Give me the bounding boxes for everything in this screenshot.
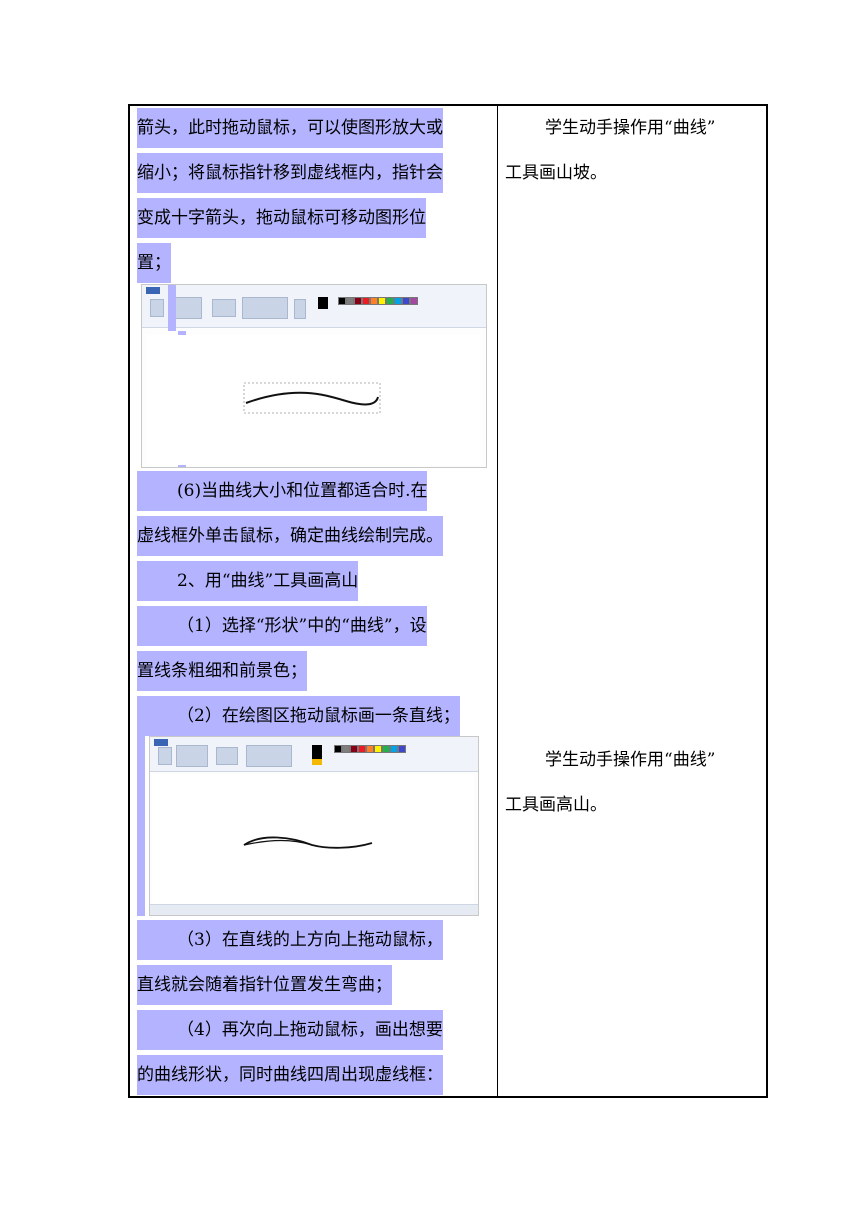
color-swatch [382, 745, 390, 753]
color-swatch [394, 297, 402, 305]
lesson-table [128, 104, 768, 1098]
file-tab [146, 287, 160, 294]
text-line-content: （3）在直线的上方向上拖动鼠标， [137, 920, 443, 960]
color-swatch [354, 297, 362, 305]
text-line-content: 置； [137, 243, 171, 283]
text-line: 变成十字箭头，拖动鼠标可移动图形位 [137, 198, 426, 238]
color-swatch [362, 297, 370, 305]
text-line: 置； [137, 243, 171, 283]
paint-ribbon [142, 285, 486, 328]
text-line-content: 直线就会随着指针位置发生弯曲； [137, 965, 392, 1005]
text-line: （1）选择“形状”中的“曲线”，设 [137, 606, 427, 646]
text-line-content: 2、用“曲线”工具画高山 [137, 561, 359, 601]
text-line-content: 虚线框外单击鼠标，确定曲线绘制完成。 [137, 516, 443, 556]
paste-icon [158, 747, 172, 765]
text-line-content: （1）选择“形状”中的“曲线”，设 [137, 606, 427, 646]
activity-text: 学生动手操作用“曲线” [545, 750, 716, 770]
curve-line [243, 839, 313, 846]
text-line: （4）再次向上拖动鼠标，画出想要 [137, 1010, 443, 1050]
color-swatch [410, 297, 418, 305]
text-line: 箭头，此时拖动鼠标，可以使图形放大或 [137, 108, 443, 148]
color-swatch [390, 745, 398, 753]
color-swatch [338, 297, 346, 305]
text-line-content: （4）再次向上拖动鼠标，画出想要 [137, 1010, 443, 1050]
size-icon [294, 299, 306, 319]
text-line-content: 置线条粗细和前景色； [137, 651, 307, 691]
curve-drawing [243, 836, 373, 849]
highlight-strip [168, 285, 176, 331]
paint-status-bar [150, 904, 478, 915]
text-line-content: 的曲线形状，同时曲线四周出现虚线框： [137, 1055, 443, 1095]
text-line: 直线就会随着指针位置发生弯曲； [137, 965, 392, 1005]
color-swatch [334, 745, 342, 753]
shapes-icon [242, 297, 288, 319]
brush-icon [212, 299, 236, 317]
curve-line [243, 836, 373, 849]
text-line-content: 箭头，此时拖动鼠标，可以使图形放大或 [137, 108, 443, 148]
curve-line [245, 391, 379, 406]
text-line: （3）在直线的上方向上拖动鼠标， [137, 920, 443, 960]
brush-icon [216, 747, 238, 765]
text-line-content: （2）在绘图区拖动鼠标画一条直线； [137, 696, 460, 736]
text-line-content: 变成十字箭头，拖动鼠标可移动图形位 [137, 198, 426, 238]
image-tools-icon [176, 745, 208, 767]
color-swatch [350, 745, 358, 753]
paste-icon [150, 299, 164, 317]
curve-drawing [243, 382, 381, 414]
highlight-strip [137, 736, 145, 916]
activity-text: 学生动手操作用“曲线” [545, 118, 716, 138]
column-divider [497, 104, 498, 1098]
color-swatch [346, 297, 354, 305]
color2-swatch [312, 759, 322, 765]
text-line: 缩小；将鼠标指针移到虚线框内，指针会 [137, 153, 443, 193]
text-line: 的曲线形状，同时曲线四周出现虚线框： [137, 1055, 443, 1095]
color1-swatch [312, 745, 322, 759]
text-line: (6)当曲线大小和位置都适合时.在 [137, 471, 428, 511]
shapes-icon [246, 745, 292, 767]
activity-text: 工具画高山。 [505, 795, 607, 815]
text-line: （2）在绘图区拖动鼠标画一条直线； [137, 696, 460, 736]
dashed-selection-box [243, 382, 381, 414]
color-swatch [378, 297, 386, 305]
paint-screenshot-2 [149, 736, 479, 916]
color1-swatch [318, 297, 328, 309]
color-swatch [366, 745, 374, 753]
color-swatch [398, 745, 406, 753]
text-line-content: (6)当曲线大小和位置都适合时.在 [137, 471, 428, 511]
color-swatch [374, 745, 382, 753]
paint-screenshot-1 [141, 284, 487, 468]
color-swatch [386, 297, 394, 305]
text-line: 2、用“曲线”工具画高山 [137, 561, 359, 601]
text-line: 置线条粗细和前景色； [137, 651, 307, 691]
paint-ribbon [150, 737, 478, 772]
text-line-content: 缩小；将鼠标指针移到虚线框内，指针会 [137, 153, 443, 193]
activity-text: 工具画山坡。 [505, 163, 607, 183]
paint-canvas [146, 335, 480, 465]
color-swatch [342, 745, 350, 753]
color-swatch [358, 745, 366, 753]
text-line: 虚线框外单击鼠标，确定曲线绘制完成。 [137, 516, 443, 556]
color-swatch [370, 297, 378, 305]
color-swatch [402, 297, 410, 305]
paint-canvas [152, 775, 474, 905]
file-tab [154, 739, 168, 746]
